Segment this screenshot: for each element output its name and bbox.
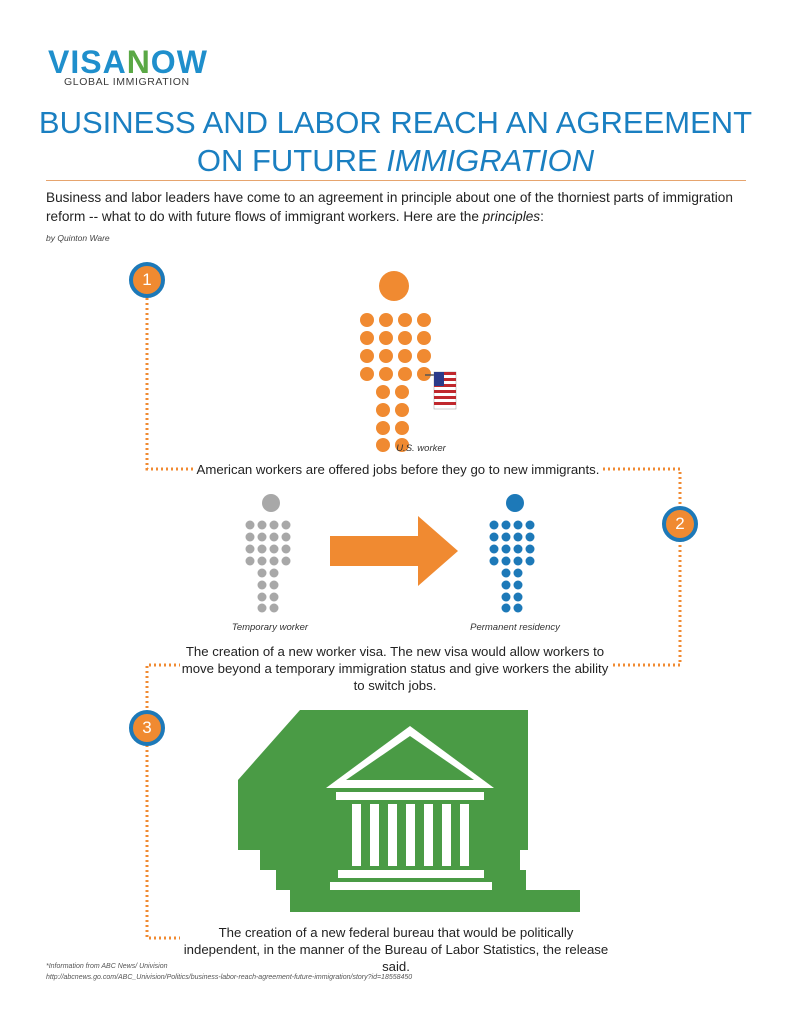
source-note: *Information from ABC News/ Univision ht… (46, 961, 412, 983)
logo-w: W (176, 44, 208, 80)
logo: VISANOW (48, 46, 208, 78)
connector-5 (145, 745, 184, 940)
source-label: *Information from ABC News/ Univision (46, 963, 168, 970)
connector-1 (145, 298, 200, 471)
title-line-2-italic: IMMIGRATION (386, 143, 595, 178)
byline: by Quinton Ware (46, 233, 110, 243)
connector-3 (606, 540, 682, 667)
us-flag-icon (425, 371, 457, 410)
temporary-worker-figure (245, 494, 291, 613)
step-2-caption: The creation of a new worker visa. The n… (180, 643, 610, 694)
title-line-2-prefix: ON FUTURE (196, 143, 387, 178)
logo-visa: VISA (48, 44, 127, 80)
logo-o: O (150, 44, 177, 80)
arrow-right-icon (330, 516, 458, 586)
permanent-resident-figure (489, 494, 535, 613)
title-line-2: ON FUTURE IMMIGRATION (0, 142, 791, 180)
step-1-badge: 1 (129, 262, 165, 298)
connector-2 (598, 467, 682, 508)
intro-text-a: Business and labor leaders have come to … (46, 190, 733, 224)
page-title: BUSINESS AND LABOR REACH AN AGREEMENT ON… (0, 104, 791, 180)
logo-subtitle: GLOBAL IMMIGRATION (64, 76, 190, 88)
intro-text-b: : (540, 209, 544, 224)
step-1-caption: American workers are offered jobs before… (196, 461, 600, 478)
intro-text-italic: principles (482, 209, 541, 224)
step-3-caption: The creation of a new federal bureau tha… (180, 924, 612, 975)
logo-n: N (126, 44, 151, 80)
us-worker-label: U.S. worker (396, 443, 446, 454)
step-2-badge: 2 (662, 506, 698, 542)
connector-4 (145, 663, 186, 712)
federal-building-icon (238, 710, 580, 912)
intro-paragraph: Business and labor leaders have come to … (46, 188, 756, 226)
step-3-badge: 3 (129, 710, 165, 746)
title-divider (46, 180, 746, 181)
us-worker-figure (360, 271, 431, 452)
source-url[interactable]: http://abcnews.go.com/ABC_Univision/Poli… (46, 974, 413, 981)
permanent-residency-label: Permanent residency (470, 622, 560, 633)
temporary-worker-label: Temporary worker (231, 622, 309, 633)
title-line-1: BUSINESS AND LABOR REACH AN AGREEMENT (38, 105, 753, 140)
